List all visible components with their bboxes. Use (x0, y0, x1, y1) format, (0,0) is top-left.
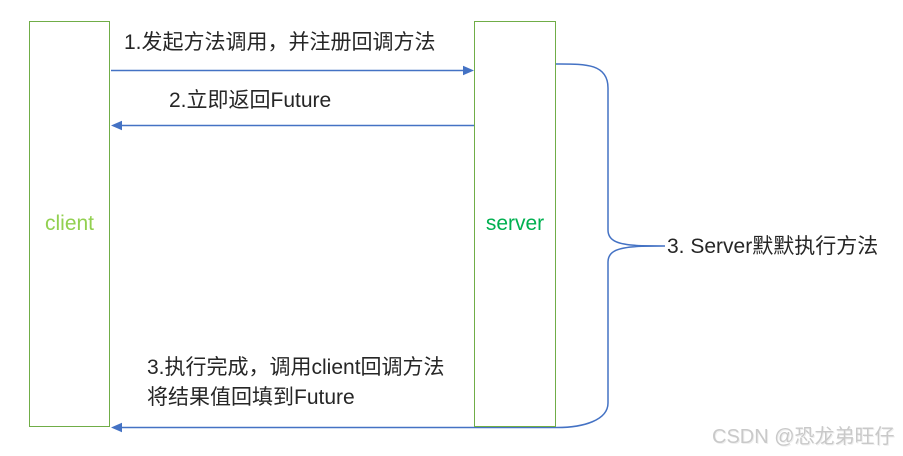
message-3-arrowhead-left-icon (111, 422, 122, 433)
server-actor-label: server (485, 212, 545, 235)
server-actor-box: server (474, 21, 556, 427)
client-actor-label: client (44, 212, 95, 235)
message-3-label-line2: 将结果值回填到Future (147, 386, 355, 409)
server-processing-brace (555, 63, 666, 429)
client-actor-box: client (29, 21, 110, 427)
csdn-watermark: CSDN @恐龙弟旺仔 (712, 426, 895, 448)
message-1-arrowhead-right-icon (463, 65, 474, 76)
message-3-label-line1: 3.执行完成，调用client回调方法 (147, 356, 445, 379)
message-3-label: 3.执行完成，调用client回调方法 将结果值回填到Future (147, 353, 445, 413)
message-2-arrowhead-left-icon (111, 120, 122, 131)
message-1-label: 1.发起方法调用，并注册回调方法 (124, 31, 436, 54)
message-2-label: 2.立即返回Future (169, 89, 332, 112)
server-processing-note: 3. Server默默执行方法 (667, 235, 879, 258)
